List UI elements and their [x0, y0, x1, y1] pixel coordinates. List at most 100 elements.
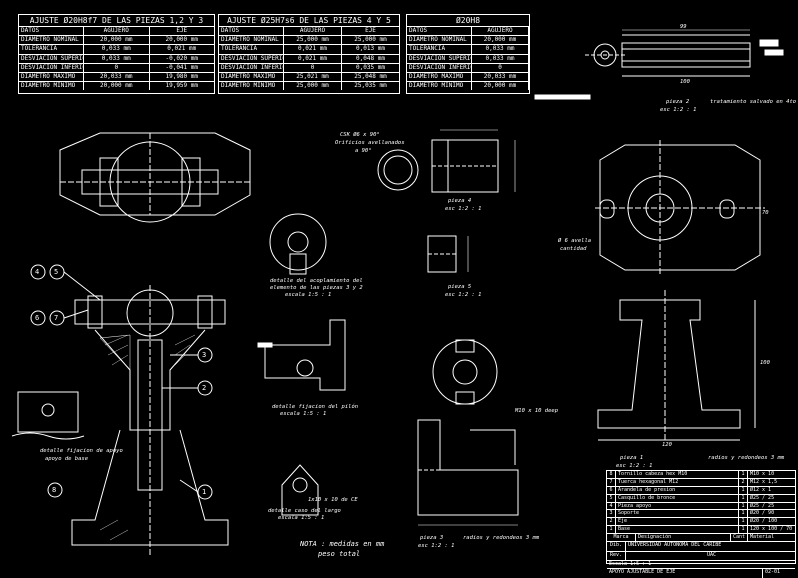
fit-table-2: AJUSTE Ø25H7s6 DE LAS PIEZAS 4 Y 5 DATOS… — [218, 14, 400, 94]
tb-header: Cant — [731, 534, 748, 542]
note-label: radios y redondeos 3 mm — [708, 455, 785, 461]
table-header: EJE — [365, 27, 376, 34]
note-label: Ø 6 avella — [558, 238, 592, 244]
tb-desc: Soporte — [616, 510, 739, 518]
view-label: esc 1:2 : 1 — [616, 463, 653, 469]
table-cell: 0,033 mm — [472, 54, 529, 63]
tb-qty: 1 — [739, 502, 748, 510]
tb-num: 2 — [607, 518, 616, 526]
tb-mat: Ø12 x 1 — [750, 486, 772, 493]
tb-header: Material — [750, 534, 775, 541]
fit-table-1: AJUSTE Ø20H8f7 DE LAS PIEZAS 1,2 Y 3 DAT… — [18, 14, 215, 94]
table-cell: DESVIACION INFERIOR — [409, 63, 472, 72]
table-cell: 20,000 mm — [84, 36, 150, 45]
tb-qty: 1 — [739, 526, 748, 534]
detail-label: escala 1:5 : 1 — [280, 411, 327, 417]
note-label: M10 x 10 deep — [515, 408, 559, 414]
detail-label: escala 1:5 : 1 — [285, 292, 332, 298]
pieza1-views — [595, 140, 765, 441]
note-label: radios y redondeos 3 mm — [463, 535, 540, 541]
table-cell: DESVIACION INFERIOR — [221, 63, 284, 72]
detail-label: detalle fijacion de apoyo — [40, 448, 123, 454]
note-label: Orificios avellanados — [335, 140, 405, 146]
balloon-number: 1 — [202, 488, 207, 496]
tb-num: 5 — [607, 494, 616, 502]
note-label: peso total — [318, 550, 361, 558]
table-cell: DIAMETRO MAXIMO — [407, 72, 472, 82]
table-cell: TOLERANCIA — [407, 45, 472, 54]
table-cell: 20,000 mm — [84, 82, 150, 91]
tb-desc: Tuerca hexagonal M12 — [616, 478, 739, 486]
table-cell: DIAMETRO NOMINAL — [219, 36, 284, 45]
table-cell: DIAMETRO MAXIMO — [219, 72, 284, 82]
note-label: a 90° — [355, 148, 372, 154]
table-title: AJUSTE Ø25H7s6 DE LAS PIEZAS 4 Y 5 — [219, 15, 399, 27]
tb-qty: 1 — [739, 510, 748, 518]
table-cell: DIAMETRO NOMINAL — [407, 36, 472, 45]
tb-desc: Casquillo de bronce — [616, 494, 739, 502]
table-cell: 0 — [284, 63, 342, 72]
table-cell: 25,000 mm — [354, 36, 387, 44]
balloons — [30, 264, 213, 500]
balloon-number: 4 — [35, 268, 40, 276]
table-cell: 0,033 mm — [84, 54, 150, 63]
table-title: AJUSTE Ø20H8f7 DE LAS PIEZAS 1,2 Y 3 — [19, 15, 214, 27]
tb-mat: Ø20 / 90 — [750, 510, 775, 517]
tb-num: 1 — [607, 526, 616, 534]
table-cell: 25,035 mm — [354, 82, 387, 90]
detail-label: detalle fijacion del pilón — [272, 404, 359, 410]
table-title: Ø20H8 — [407, 15, 529, 27]
tb-desc: Tornillo cabeza hex M10 — [616, 471, 739, 478]
tb-header: Marca — [607, 534, 636, 542]
view-label: pieza 4 — [448, 198, 472, 204]
tb-mat: M10 x 10 — [750, 471, 775, 477]
table-header: AGUJERO — [84, 27, 150, 36]
tb-mat: M12 x 1,5 — [750, 478, 778, 485]
tb-desc: Eje — [616, 518, 739, 526]
detail-base-left — [11, 391, 85, 440]
table-cell: DIAMETRO MAXIMO — [19, 72, 84, 82]
table-cell: DESVIACION SUPERIOR — [409, 54, 472, 63]
view-label: esc 1:2 : 1 — [445, 206, 482, 212]
balloon-number: 6 — [35, 314, 40, 322]
view-label: esc 1:2 : 1 — [445, 292, 482, 298]
tb-qty: 1 — [739, 486, 748, 494]
view-label: pieza 2 — [666, 99, 690, 105]
table-header: AGUJERO — [284, 27, 342, 36]
tb-qty: 1 — [739, 494, 748, 502]
table-header: DATOS — [407, 27, 472, 36]
tb-scale: Escala 1:5 : 1 — [609, 561, 652, 568]
table-cell: 0,048 mm — [356, 54, 385, 62]
tb-header: Designación — [636, 534, 731, 542]
table-cell: DESVIACION INFERIOR — [21, 63, 84, 72]
dim-label: 99 — [680, 24, 687, 30]
table-cell: DIAMETRO NOMINAL — [19, 36, 84, 45]
tb-num: 3 — [607, 510, 616, 518]
note-label: CSK Ø6 x 90° — [340, 132, 380, 138]
tb-school: UNIVERSIDAD AUTONOMA DEL CARIBE — [628, 542, 722, 549]
tb-mat: Ø20 / 100 — [750, 518, 778, 525]
detail-label: apoyo de base — [45, 456, 89, 462]
table-cell: 0,013 mm — [356, 45, 385, 53]
assembly-section-view — [71, 285, 229, 555]
table-cell: 25,000 mm — [284, 82, 342, 91]
table-cell: TOLERANCIA — [219, 45, 284, 54]
tb-mat: Ø25 / 25 — [750, 494, 775, 501]
table-cell: 0,033 mm — [84, 45, 150, 54]
note-label: NOTA : medidas en mm — [300, 540, 385, 548]
tb-dib: Dib. — [607, 542, 626, 552]
table-cell: 20,000 mm — [472, 82, 529, 91]
table-cell: 0,021 mm — [167, 45, 197, 53]
table-cell: TOLERANCIA — [19, 45, 84, 54]
balloon-number: 2 — [202, 384, 207, 392]
table-cell: 0,021 mm — [284, 54, 342, 63]
tb-mat: 120 x 100 / 70 — [750, 526, 793, 533]
detail-label: escala 1:5 : 1 — [278, 515, 325, 521]
table-cell: 25,021 mm — [284, 72, 342, 82]
tb-num: 6 — [607, 486, 616, 494]
tb-school2: UAC — [706, 552, 717, 559]
table-cell: 19,980 mm — [165, 72, 198, 80]
view-label: pieza 3 — [420, 535, 444, 541]
